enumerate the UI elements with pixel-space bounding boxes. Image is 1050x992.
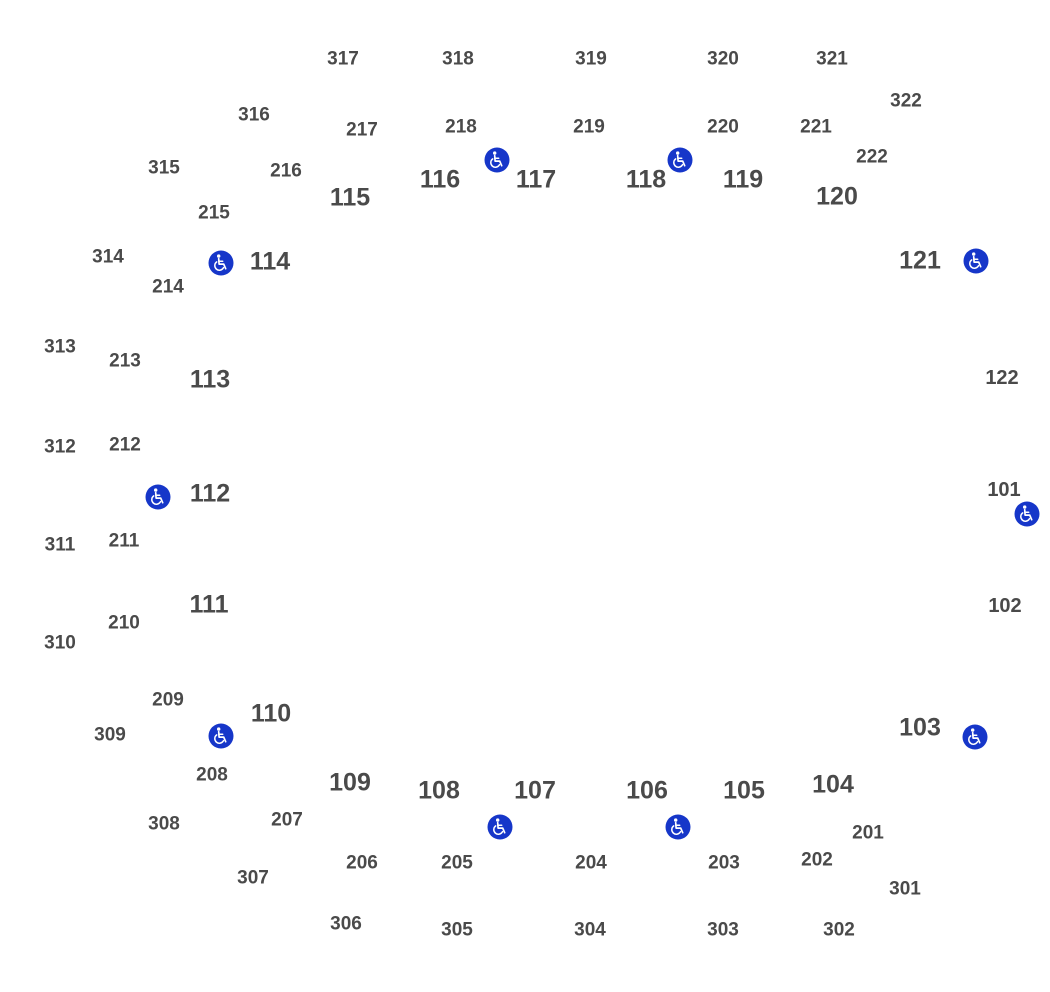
section-201[interactable]: 201: [852, 822, 884, 844]
section-309[interactable]: 309: [94, 724, 126, 746]
section-319[interactable]: 319: [575, 48, 607, 70]
section-317[interactable]: 317: [327, 48, 359, 70]
section-105[interactable]: 105: [723, 776, 765, 805]
section-303[interactable]: 303: [707, 919, 739, 941]
section-215[interactable]: 215: [198, 202, 230, 224]
section-120[interactable]: 120: [816, 182, 858, 211]
section-107[interactable]: 107: [514, 776, 556, 805]
section-103[interactable]: 103: [899, 713, 941, 742]
section-206[interactable]: 206: [346, 852, 378, 874]
section-311[interactable]: 311: [44, 534, 76, 556]
wheelchair-icon: [963, 248, 989, 274]
wheelchair-icon: [667, 147, 693, 173]
section-306[interactable]: 306: [330, 913, 362, 935]
section-308[interactable]: 308: [148, 813, 180, 835]
section-114[interactable]: 114: [249, 247, 291, 276]
section-119[interactable]: 119: [722, 165, 764, 194]
section-205[interactable]: 205: [441, 852, 473, 874]
section-318[interactable]: 318: [442, 48, 474, 70]
section-219[interactable]: 219: [573, 116, 605, 138]
wheelchair-icon: [145, 484, 171, 510]
section-213[interactable]: 213: [109, 350, 141, 372]
section-110[interactable]: 110: [250, 699, 292, 728]
section-203[interactable]: 203: [708, 852, 740, 874]
section-108[interactable]: 108: [418, 776, 460, 805]
section-116[interactable]: 116: [419, 165, 461, 194]
section-212[interactable]: 212: [109, 434, 141, 456]
wheelchair-icon: [208, 250, 234, 276]
section-313[interactable]: 313: [44, 336, 76, 358]
wheelchair-icon: [484, 147, 510, 173]
wheelchair-icon: [962, 724, 988, 750]
section-102[interactable]: 102: [988, 595, 1022, 617]
wheelchair-icon: [208, 723, 234, 749]
section-118[interactable]: 118: [625, 165, 667, 194]
section-221[interactable]: 221: [800, 116, 832, 138]
section-122[interactable]: 122: [985, 367, 1019, 389]
section-304[interactable]: 304: [574, 919, 606, 941]
section-117[interactable]: 117: [515, 165, 557, 194]
wheelchair-icon: [1014, 501, 1040, 527]
section-113[interactable]: 113: [189, 365, 231, 394]
section-301[interactable]: 301: [889, 878, 921, 900]
section-310[interactable]: 310: [44, 632, 76, 654]
section-320[interactable]: 320: [707, 48, 739, 70]
section-109[interactable]: 109: [329, 768, 371, 797]
section-210[interactable]: 210: [108, 612, 140, 634]
section-202[interactable]: 202: [801, 849, 833, 871]
section-222[interactable]: 222: [856, 146, 888, 168]
section-207[interactable]: 207: [271, 809, 303, 831]
section-302[interactable]: 302: [823, 919, 855, 941]
section-121[interactable]: 121: [899, 246, 941, 275]
section-312[interactable]: 312: [44, 436, 76, 458]
wheelchair-icon: [665, 814, 691, 840]
section-106[interactable]: 106: [626, 776, 668, 805]
section-101[interactable]: 101: [987, 479, 1021, 501]
section-307[interactable]: 307: [237, 867, 269, 889]
section-217[interactable]: 217: [346, 119, 378, 141]
wheelchair-icon: [487, 814, 513, 840]
section-208[interactable]: 208: [196, 764, 228, 786]
section-104[interactable]: 104: [812, 770, 854, 799]
section-111[interactable]: 111: [189, 590, 229, 619]
section-220[interactable]: 220: [707, 116, 739, 138]
section-305[interactable]: 305: [441, 919, 473, 941]
section-209[interactable]: 209: [152, 689, 184, 711]
section-214[interactable]: 214: [152, 276, 184, 298]
section-218[interactable]: 218: [445, 116, 477, 138]
section-115[interactable]: 115: [329, 183, 371, 212]
section-112[interactable]: 112: [189, 479, 231, 508]
section-204[interactable]: 204: [575, 852, 607, 874]
section-315[interactable]: 315: [148, 157, 180, 179]
section-322[interactable]: 322: [890, 90, 922, 112]
section-316[interactable]: 316: [238, 104, 270, 126]
section-216[interactable]: 216: [270, 160, 302, 182]
section-314[interactable]: 314: [92, 246, 124, 268]
section-211[interactable]: 211: [108, 530, 140, 552]
section-321[interactable]: 321: [816, 48, 848, 70]
